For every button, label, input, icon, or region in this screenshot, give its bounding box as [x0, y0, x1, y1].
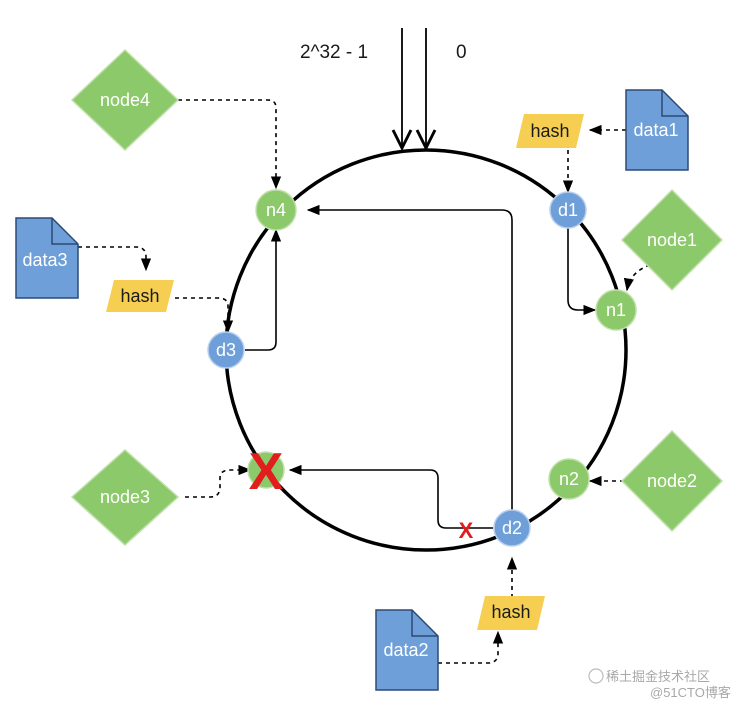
d1-label: d1 — [558, 200, 578, 220]
hash-label-data2: hash — [491, 602, 530, 622]
ring-data-d2: d2 — [493, 509, 531, 547]
ring-node-n4: n4 — [255, 189, 297, 231]
node4-label: node4 — [100, 90, 150, 110]
data1-label: data1 — [633, 120, 678, 140]
data2-label: data2 — [383, 640, 428, 660]
data3-label: data3 — [22, 250, 67, 270]
ring-data-d1: d1 — [549, 191, 587, 229]
watermark-line2: @51CTO博客 — [650, 685, 731, 700]
node1-server: node1 — [620, 188, 724, 292]
watermark-line1: 稀土掘金技术社区 — [606, 669, 710, 684]
hash-label-data3: hash — [120, 286, 159, 306]
node2-server: node2 — [620, 429, 724, 533]
hash-box-data1: hash — [516, 114, 584, 148]
node3-server: node3 — [70, 448, 180, 547]
d3-label: d3 — [216, 340, 236, 360]
ring-entry-arrows — [402, 28, 426, 148]
node3-label: node3 — [100, 487, 150, 507]
hash-box-data3: hash — [106, 280, 174, 312]
n4-label: n4 — [266, 200, 286, 220]
n1-label: n1 — [606, 300, 626, 320]
d2-label: d2 — [502, 518, 522, 538]
data2-document: data2 — [375, 609, 439, 691]
hash-label-data1: hash — [530, 121, 569, 141]
node1-label: node1 — [647, 230, 697, 250]
broken-route-x-icon: X — [459, 518, 474, 543]
dashed-connectors — [78, 99, 651, 664]
failed-node-x-icon: X — [249, 443, 284, 501]
ring-node-n2: n2 — [548, 458, 590, 500]
node2-label: node2 — [647, 471, 697, 491]
ring-data-d3: d3 — [207, 331, 245, 369]
routing-paths — [245, 204, 597, 529]
label-zero: 0 — [456, 42, 467, 63]
data3-document: data3 — [15, 217, 79, 299]
data1-document: data1 — [625, 89, 689, 171]
ring-node-n3-failed: X — [247, 443, 285, 501]
hash-box-data2: hash — [477, 596, 545, 630]
n2-label: n2 — [559, 469, 579, 489]
ring-node-n1: n1 — [595, 289, 637, 331]
label-max-value: 2^32 - 1 — [300, 42, 368, 63]
watermark: 稀土掘金技术社区 @51CTO博客 — [588, 668, 731, 700]
node4-server: node4 — [70, 48, 180, 152]
